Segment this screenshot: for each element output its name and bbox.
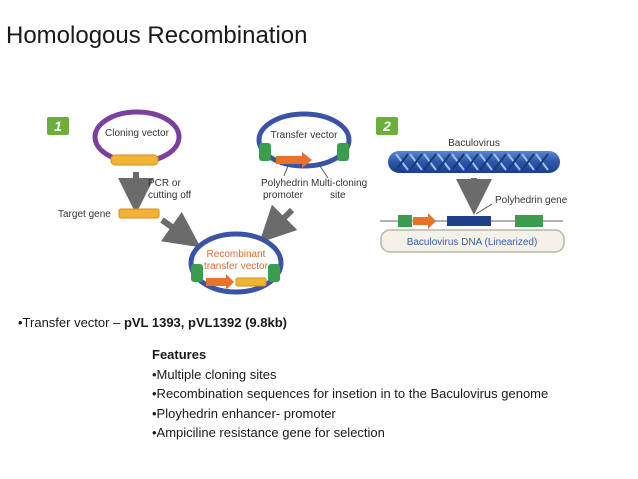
svg-text:2: 2 <box>382 118 391 134</box>
polyhedrin-promoter-line1: Polyhedrin <box>261 178 308 189</box>
step-1-badge: 1 <box>47 117 69 135</box>
multi-cloning-line1: Multi-cloning <box>311 178 367 189</box>
pcr-label-line2: cutting off <box>148 190 191 201</box>
promoter-pointer <box>283 165 289 177</box>
transfer-vector-plasmid: Transfer vector <box>256 111 352 169</box>
transfer-vector-label: Transfer vector <box>271 130 339 141</box>
recombination-diagram: 1 2 Cloning vector PCR or cutting off Ta… <box>47 109 568 295</box>
polyhedrin-promoter-line2: promoter <box>263 190 304 201</box>
bullet-prefix: •Transfer vector – <box>18 315 124 330</box>
recombinant-label-line1: Recombinant <box>207 249 266 260</box>
recombinant-label-line2: transfer vector <box>204 261 269 272</box>
baculovirus-helix <box>388 151 560 173</box>
arrow-transfer-to-recombinant <box>259 204 298 243</box>
features-heading: Features <box>152 347 207 362</box>
step-2-badge: 2 <box>376 117 398 135</box>
feature-item: •Recombination sequences for insetion in… <box>152 386 549 401</box>
feature-item: •Ampiciline resistance gene for selectio… <box>152 425 385 440</box>
features-list: Features •Multiple cloning sites •Recomb… <box>152 345 548 443</box>
transfer-vector-bullet: •Transfer vector – pVL 1393, pVL1392 (9.… <box>18 315 287 330</box>
feature-item: •Ployhedrin enhancer- promoter <box>152 405 336 421</box>
feature-item: •Multiple cloning sites <box>152 366 277 382</box>
target-gene-label: Target gene <box>58 209 111 220</box>
arrow-target-to-recombinant <box>160 211 201 248</box>
polyhedrin-gene-pointer <box>475 203 493 215</box>
pcr-label-line1: PCR or <box>148 178 181 189</box>
cloning-vector-plasmid: Cloning vector <box>92 109 182 166</box>
target-gene-bar <box>118 208 160 219</box>
multi-cloning-line2: site <box>330 190 346 201</box>
bullet-vector-names: pVL 1393, pVL1392 (9.8kb) <box>123 315 287 330</box>
recombinant-plasmid: Recombinant transfer vector <box>188 231 284 295</box>
cloning-vector-label: Cloning vector <box>105 128 170 139</box>
polyhedrin-gene-label: Polyhedrin gene <box>495 195 568 206</box>
baculovirus-label: Baculovirus <box>448 138 500 149</box>
mcs-pointer <box>319 165 329 179</box>
baculovirus-linear-dna: Baculovirus DNA (Linearized) <box>380 213 565 253</box>
svg-text:1: 1 <box>54 118 62 134</box>
baculovirus-dna-label: Baculovirus DNA (Linearized) <box>407 237 538 248</box>
slide-title: Homologous Recombination <box>6 22 308 49</box>
